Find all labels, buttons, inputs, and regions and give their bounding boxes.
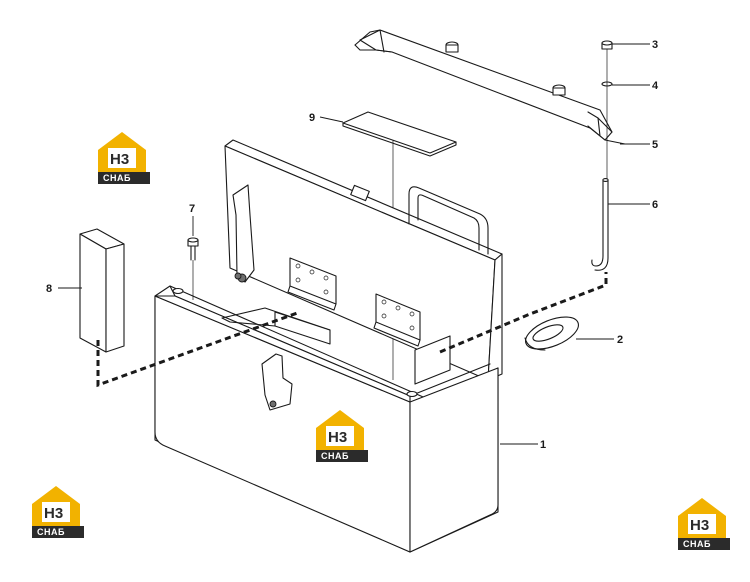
toolbox-body [154,285,499,553]
callout-5: 5 [652,139,658,151]
latch-part [232,184,293,411]
svg-text:СНАБ: СНАБ [37,527,65,537]
toolbox-lid [224,139,503,381]
svg-text:H3: H3 [328,429,347,446]
svg-text:H3: H3 [690,517,709,534]
callout-6: 6 [652,199,658,211]
hinge-right [373,293,421,347]
floor-panel-part [342,111,457,157]
j-bolt-part [591,178,609,271]
hinge-left [287,257,337,311]
grommet-part [524,316,579,351]
callout-3: 3 [652,39,658,51]
callout-7: 7 [189,203,195,215]
callout-1: 1 [540,439,546,451]
watermark-logo: H3 СНАБ [98,132,150,184]
callout-8: 8 [46,283,52,295]
svg-text:H3: H3 [110,151,129,168]
watermark-logo: H3 СНАБ [32,486,84,538]
callout-4: 4 [652,80,659,92]
bolt-part [187,237,199,261]
callout-9: 9 [309,112,315,124]
top-bracket [354,29,626,145]
svg-text:СНАБ: СНАБ [683,539,711,549]
explode-line-bolt [439,272,608,354]
callout-2: 2 [617,334,623,346]
svg-text:H3: H3 [44,505,63,522]
watermark-logo: H3 СНАБ [316,410,368,462]
nut-part [601,40,613,50]
explode-line-pad [96,310,301,388]
side-pad-part [79,228,125,353]
svg-text:СНАБ: СНАБ [103,173,131,183]
svg-text:СНАБ: СНАБ [321,451,349,461]
watermark-logo: H3 СНАБ [678,498,730,550]
